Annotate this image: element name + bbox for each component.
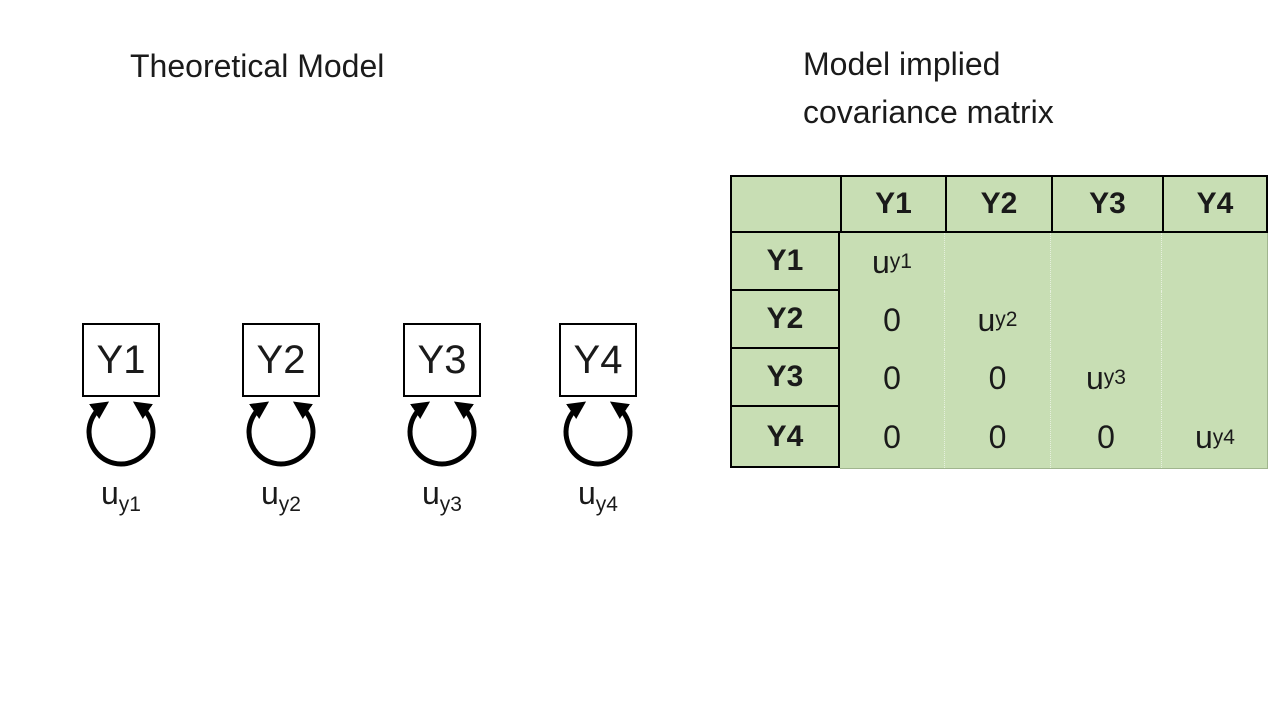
left-panel-title: Theoretical Model — [130, 48, 385, 84]
error-base: u — [101, 475, 119, 511]
col-header-y2: Y2 — [945, 175, 1051, 233]
error-subscript: y1 — [118, 493, 141, 516]
col-header-y4: Y4 — [1162, 175, 1268, 233]
error-label-y2: uy2 — [226, 471, 336, 527]
matrix-cell-y4-y2: 0 — [945, 407, 1051, 468]
variable-label-y1: Y1 — [96, 337, 146, 382]
error-label-y4: uy4 — [543, 471, 653, 527]
row-header-y1: Y1 — [730, 233, 840, 291]
error-subscript: y2 — [278, 493, 301, 516]
row-header-y2: Y2 — [730, 291, 840, 349]
self-loop-arrow-y1 — [86, 401, 156, 467]
matrix-cell-y2-y4 — [1162, 291, 1268, 349]
variable-box-y2: Y2 — [242, 323, 320, 397]
error-subscript: y3 — [439, 493, 462, 516]
variable-box-y4: Y4 — [559, 323, 637, 397]
self-loop-arrow-y4 — [563, 401, 633, 467]
matrix-cell-y2-y1: 0 — [840, 291, 945, 349]
col-header-y1: Y1 — [840, 175, 945, 233]
row-header-y3: Y3 — [730, 349, 840, 407]
error-base: u — [578, 475, 596, 511]
matrix-cell-y1-y4 — [1162, 233, 1268, 291]
error-label-y1: uy1 — [66, 471, 176, 527]
matrix-cell-y1-y3 — [1051, 233, 1162, 291]
variable-box-y1: Y1 — [82, 323, 160, 397]
covariance-table-row-headers: Y1 Y2 Y3 Y4 — [730, 233, 840, 469]
variable-group-y3: Y3 uy3 — [387, 323, 497, 523]
row-header-y4: Y4 — [730, 407, 840, 468]
matrix-cell-y4-y3: 0 — [1051, 407, 1162, 468]
variable-group-y2: Y2 uy2 — [226, 323, 336, 523]
error-base: u — [261, 475, 279, 511]
variable-box-y3: Y3 — [403, 323, 481, 397]
variable-label-y4: Y4 — [573, 337, 623, 382]
self-loop-arrow-y2 — [246, 401, 316, 467]
self-loop-arrow-y3 — [407, 401, 477, 467]
variable-group-y1: Y1 uy1 — [66, 323, 176, 523]
variable-label-y2: Y2 — [256, 337, 306, 382]
right-panel-title: Model implied covariance matrix — [803, 46, 1054, 130]
covariance-table-header-row: Y1 Y2 Y3 Y4 — [730, 175, 1268, 233]
matrix-cell-y2-y3 — [1051, 291, 1162, 349]
matrix-cell-y3-y2: 0 — [945, 349, 1051, 407]
matrix-cell-y4-y1: 0 — [840, 407, 945, 468]
matrix-cell-y3-y4 — [1162, 349, 1268, 407]
error-subscript: y4 — [595, 493, 618, 516]
matrix-cell-y3-y1: 0 — [840, 349, 945, 407]
corner-cell — [730, 175, 840, 233]
matrix-cell-y1-y2 — [945, 233, 1051, 291]
col-header-y3: Y3 — [1051, 175, 1162, 233]
variable-group-y4: Y4 uy4 — [543, 323, 653, 523]
error-label-y3: uy3 — [387, 471, 497, 527]
variable-label-y3: Y3 — [417, 337, 467, 382]
error-base: u — [422, 475, 440, 511]
